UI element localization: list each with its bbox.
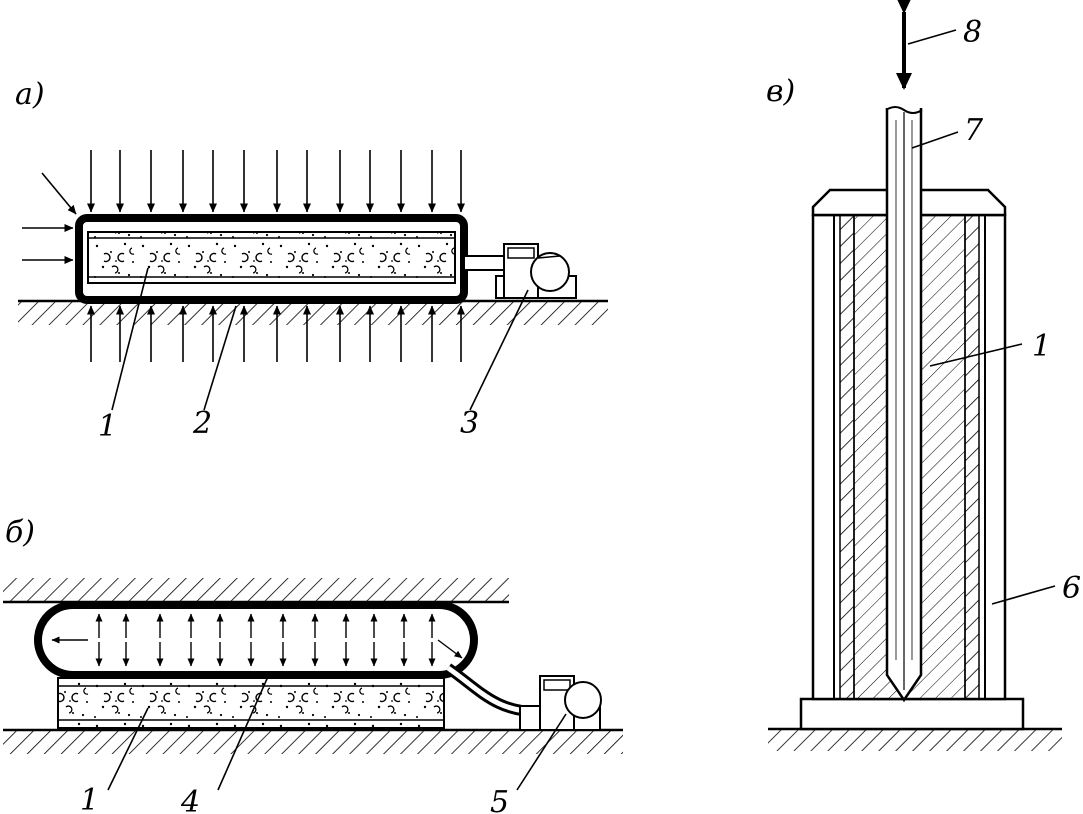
callout-1-b: 1 <box>80 783 99 814</box>
callout-1-v: 1 <box>1032 329 1051 364</box>
pressure-arrows-b <box>51 613 463 667</box>
rod <box>885 106 923 703</box>
leader-2 <box>203 305 237 411</box>
callout-8: 8 <box>963 15 982 50</box>
leader-6 <box>991 585 1056 605</box>
pressure-arrows-a <box>22 150 465 362</box>
callout-5: 5 <box>490 785 509 814</box>
press-plate <box>3 578 509 604</box>
leader-3 <box>469 289 529 411</box>
leader-1-a <box>111 267 149 411</box>
base-plate <box>799 697 1025 731</box>
callout-6: 6 <box>1062 571 1081 606</box>
panel-b-ground <box>3 728 623 754</box>
leader-5 <box>516 713 567 791</box>
pressure-arrow <box>437 639 463 659</box>
leader-1-b <box>107 707 149 791</box>
leader-7 <box>911 131 959 149</box>
panel-a: а) 1 2 3 <box>15 77 608 444</box>
leader-1-v <box>929 343 1023 367</box>
panel-v-label: в) <box>766 74 795 109</box>
leader-4 <box>217 671 271 791</box>
leader-8 <box>907 29 957 45</box>
liner-left <box>839 214 855 700</box>
panel-b: б) 1 4 5 <box>3 515 623 814</box>
callout-1-a: 1 <box>98 409 117 444</box>
callout-3: 3 <box>460 406 479 441</box>
callout-4: 4 <box>180 785 200 814</box>
vacuum-pipe <box>463 255 505 271</box>
callout-2: 2 <box>192 406 212 441</box>
liner-right <box>964 214 980 700</box>
panel-a-ground <box>18 299 608 325</box>
callout-7: 7 <box>964 113 984 148</box>
powder-blank-a <box>87 231 456 284</box>
vacuum-pump <box>495 243 577 299</box>
elastic-bag <box>34 601 478 679</box>
pressure-pump <box>519 675 602 731</box>
panel-v: в) 8 <box>766 0 1081 751</box>
panel-v-ground <box>768 727 1062 751</box>
pressure-arrow <box>41 172 77 215</box>
panel-b-label: б) <box>5 515 35 550</box>
panel-a-label: а) <box>15 77 45 112</box>
